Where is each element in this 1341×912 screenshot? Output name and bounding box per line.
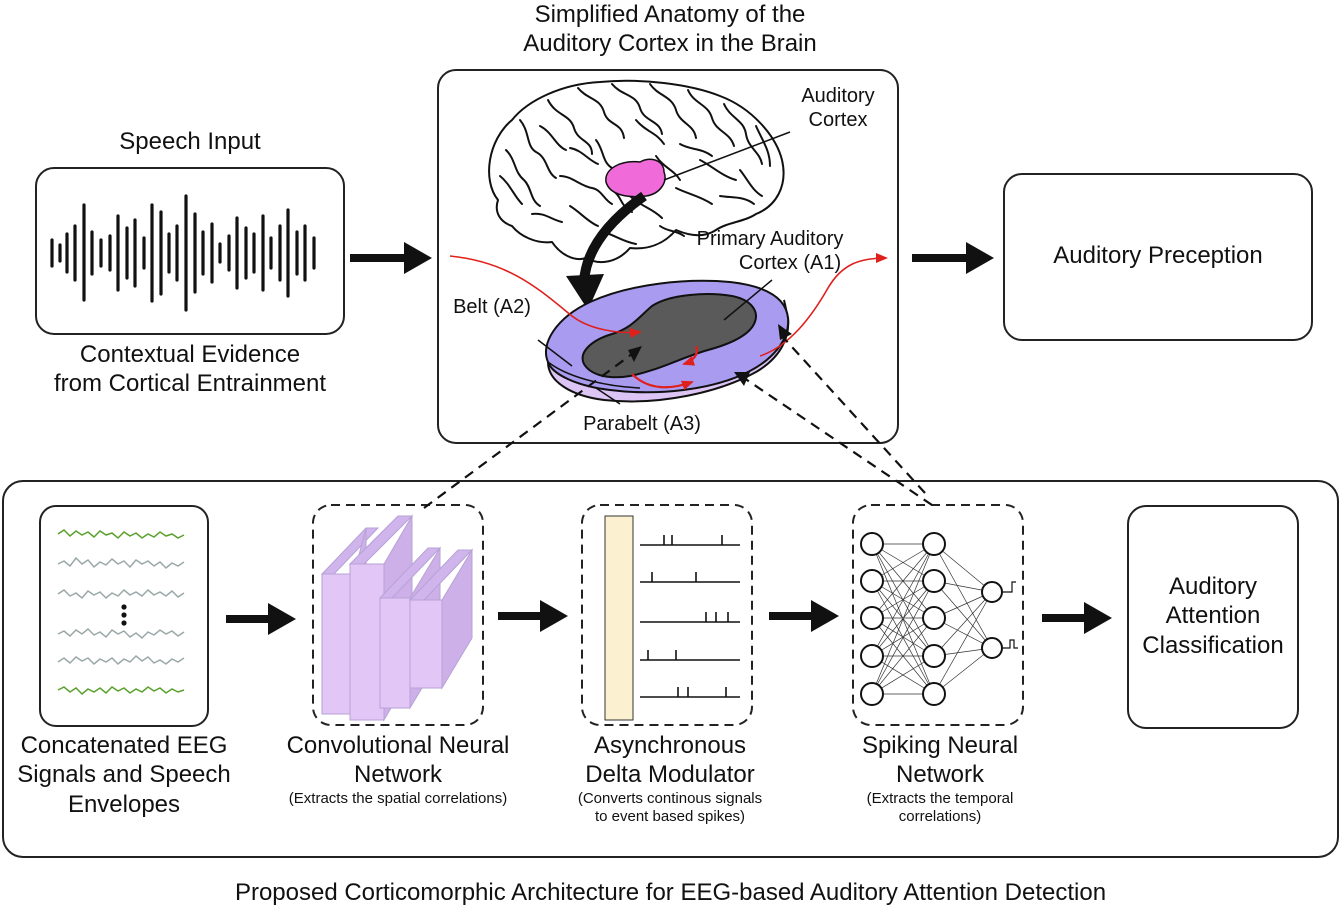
auditory-cortex-line2: Cortex — [808, 109, 868, 132]
snn-note-line1: (Extracts the temporal — [866, 789, 1014, 807]
red-signal-arrows — [449, 253, 888, 391]
cnn-line1: Convolutional Neural — [286, 732, 510, 759]
figure-caption: Proposed Corticomorphic Architecture for… — [234, 879, 1107, 906]
cnn-label: Convolutional Neural Network (Extracts t… — [252, 731, 544, 808]
snn-edge — [871, 655, 935, 695]
cnn-box — [312, 504, 484, 726]
zoom-arrow-head — [566, 274, 604, 310]
pipeline-panel — [2, 480, 1339, 858]
dashed-arrowhead-parabelt — [778, 324, 792, 340]
adm-line1: Asynchronous — [593, 732, 747, 759]
contextual-evidence-label: Contextual Evidence from Cortical Entrai… — [20, 340, 360, 399]
snn-edge — [871, 543, 935, 582]
adm-note-line2: to event based spikes) — [594, 808, 746, 826]
primary-auditory-cortex-label: Primary Auditory Cortex (A1) — [680, 227, 860, 276]
primary-line1: Primary Auditory — [696, 228, 844, 250]
eeg-box — [39, 505, 209, 727]
snn-edge — [871, 580, 935, 695]
snn-edge — [933, 591, 993, 695]
eeg-line1: Concatenated EEG — [20, 732, 228, 759]
eeg-line3: Envelopes — [67, 790, 181, 818]
dashed-arrowhead-belt — [734, 372, 750, 386]
core-a1 — [581, 293, 757, 379]
correspondence-dashed-lines — [423, 335, 933, 509]
contextual-line2: from Cortical Entrainment — [53, 370, 327, 398]
snn-edge — [933, 591, 993, 657]
adm-input-bar — [604, 515, 634, 721]
adm-box — [581, 504, 753, 726]
snn-line1: Spiking Neural — [861, 732, 1019, 759]
adm-line2: Delta Modulator — [585, 761, 755, 789]
auditory-perception-label: Auditory Preception — [1053, 242, 1263, 269]
snn-edge — [933, 543, 993, 649]
snn-line2: Network — [895, 761, 985, 789]
parabelt-label: Parabelt (A3) — [583, 413, 701, 435]
cortex-model — [545, 279, 790, 403]
speech-input-box — [35, 167, 345, 335]
bottom-flow-arrows — [226, 600, 1112, 635]
snn-network-icon — [860, 532, 1018, 706]
anatomy-box — [437, 69, 899, 444]
top-flow-arrows — [350, 242, 994, 274]
anatomy-title: Simplified Anatomy of the Auditory Corte… — [460, 0, 880, 59]
snn-edge — [933, 543, 993, 593]
eeg-line2: Signals and Speech — [17, 761, 231, 789]
eeg-signals-icon — [57, 529, 185, 696]
snn-edge — [871, 543, 935, 619]
anatomy-title-line1: Simplified Anatomy of the — [534, 1, 806, 28]
snn-label: Spiking Neural Network (Extracts the tem… — [820, 731, 1060, 827]
snn-note-line2: correlations) — [898, 808, 982, 826]
adm-label: Asynchronous Delta Modulator (Converts c… — [540, 731, 800, 827]
snn-box — [852, 504, 1024, 726]
cortex-pointer-line — [663, 131, 791, 181]
speech-input-label: Speech Input — [119, 128, 261, 155]
auditory-cortex-highlight — [605, 158, 666, 198]
snn-edge — [871, 543, 935, 657]
adm-spike-trains — [640, 535, 740, 698]
snn-edge — [871, 617, 935, 695]
speech-waveform-icon — [50, 194, 316, 312]
dashed-arrowhead-a1 — [628, 346, 642, 362]
aac-line3: Classification — [1142, 631, 1284, 659]
classification-label: Auditory Attention Classification — [1128, 572, 1298, 660]
snn-edge — [933, 580, 993, 649]
classification-box — [1127, 505, 1299, 729]
label-pointers — [537, 279, 773, 405]
anatomy-title-line2: Auditory Cortex in the Brain — [523, 30, 817, 58]
aac-line2: Attention — [1165, 602, 1261, 630]
snn-edge — [933, 647, 993, 695]
adm-note-line1: (Converts continous signals — [577, 789, 763, 807]
contextual-line1: Contextual Evidence — [79, 341, 301, 368]
primary-line2: Cortex (A1) — [738, 252, 842, 275]
auditory-cortex-label: Auditory Cortex — [776, 84, 900, 133]
cnn-layers-icon — [320, 514, 474, 722]
cnn-note: (Extracts the spatial correlations) — [288, 789, 508, 807]
eeg-label: Concatenated EEG Signals and Speech Enve… — [0, 731, 248, 819]
snn-edge — [871, 543, 935, 695]
cnn-line2: Network — [353, 761, 443, 789]
auditory-cortex-line1: Auditory — [801, 85, 875, 107]
auditory-perception-box — [1003, 173, 1313, 341]
brain-icon — [488, 79, 785, 264]
zoom-arrow — [579, 191, 647, 283]
aac-line1: Auditory — [1168, 573, 1258, 600]
belt-label: Belt (A2) — [453, 296, 531, 318]
